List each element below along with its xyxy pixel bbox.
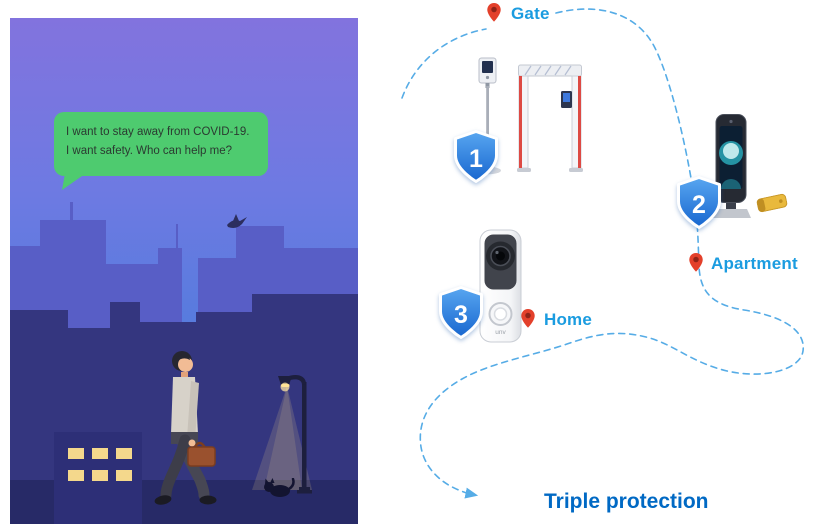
speech-line-1: I want to stay away from COVID-19. [66,126,250,138]
speech-bubble: I want to stay away from COVID-19. I wan… [54,112,268,176]
face-recognition-terminal-device [711,114,751,218]
shield-number-2: 2 [692,191,706,219]
stop-label-gate: Gate [511,4,550,23]
speech-line-2: I want safety. Who can help me? [66,144,232,157]
street-lamp-icon [252,375,312,494]
security-walkthrough-gate-device [517,64,583,172]
poster-illustration: I want to stay away from COVID-19. I wan… [10,18,358,524]
stop-label-home: Home [544,310,593,329]
stop-label-apartment: Apartment [711,254,798,273]
location-pin-icon [521,308,535,328]
shield-number-3: 3 [454,301,468,329]
walking-man-illustration [154,351,217,505]
doorbell-brand-label: unv [495,329,506,336]
shield-badge-2: 2 [675,175,723,231]
house-with-windows [54,432,142,524]
shield-badge-3: 3 [437,285,485,341]
bird-icon [227,214,247,228]
location-pin-icon [487,2,501,22]
shield-number-1: 1 [469,145,483,173]
key-fob-dongle [756,193,788,213]
location-pin-icon [689,252,703,272]
video-doorbell-device: unv [479,229,522,343]
shield-badge-1: 1 [452,129,500,185]
cat-icon [264,478,295,497]
diagram-title: Triple protection [544,490,709,513]
